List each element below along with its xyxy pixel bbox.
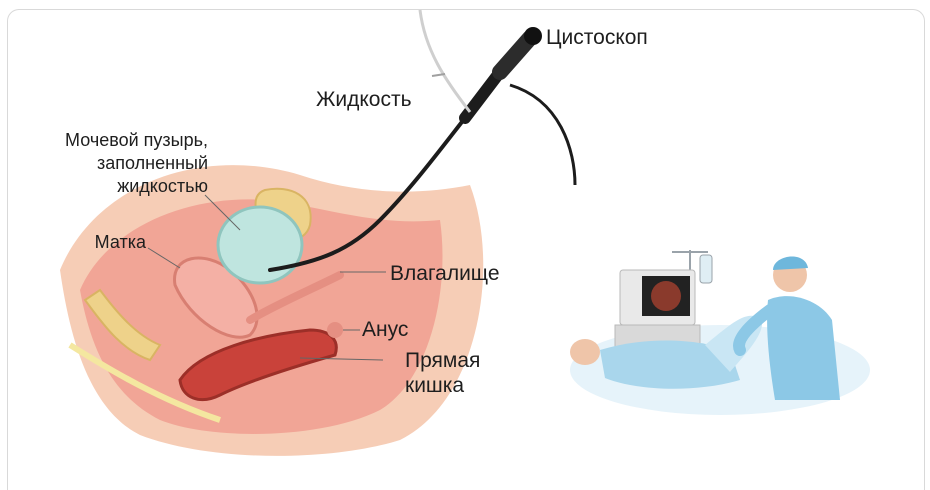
label-fluid: Жидкость: [316, 88, 412, 111]
doctor-cap: [773, 256, 808, 270]
label-rectum-line-1: Прямая: [405, 349, 480, 372]
patient-head: [570, 339, 600, 365]
anus-shape: [327, 322, 343, 338]
label-cystoscope: Цистоскоп: [546, 26, 648, 49]
procedure-scene: [570, 250, 870, 415]
label-anus: Анус: [362, 318, 408, 341]
label-rectum-line-2: кишка: [405, 374, 464, 397]
monitor-image: [651, 281, 681, 311]
bladder-shape: [218, 207, 302, 283]
cystoscope-knob: [524, 27, 542, 45]
label-bladder-line-2: заполненный: [38, 153, 208, 174]
label-uterus: Матка: [76, 232, 146, 253]
label-bladder-line-1: Мочевой пузырь,: [38, 130, 208, 151]
anatomy-cross-section: [60, 165, 483, 456]
label-vagina: Влагалище: [390, 262, 500, 285]
fluid-tube: [420, 10, 470, 112]
iv-bag: [700, 255, 712, 283]
label-bladder-line-3: жидкостью: [38, 176, 208, 197]
light-cable: [510, 85, 575, 185]
cystoscope-eyepiece: [500, 38, 530, 72]
doctor-body: [767, 296, 840, 400]
